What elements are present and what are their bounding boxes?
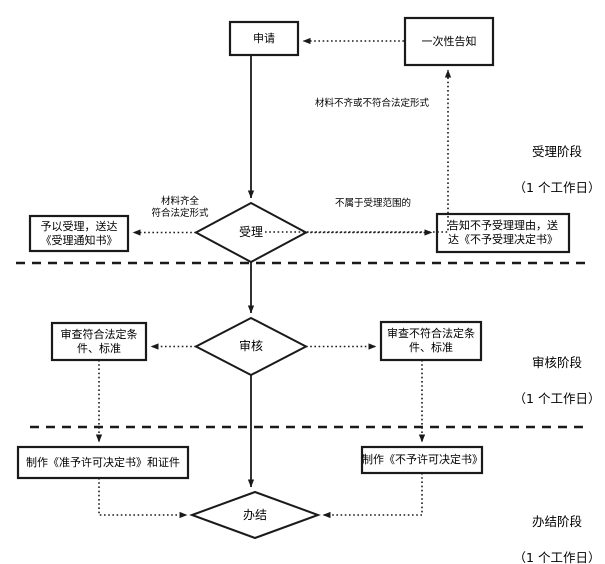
node-complete-diamond (189, 490, 321, 540)
edge-label-out-of-scope: 不属于受理范围的 (334, 198, 411, 209)
node-permit-no (360, 445, 484, 475)
node-review-fail (379, 320, 483, 362)
edge-permit-no-to-complete (322, 473, 423, 519)
stage-complete-duration: （1 个工作日） (513, 550, 601, 564)
node-accept-no (435, 212, 571, 254)
stage-label-complete: 办结阶段 （1 个工作日） (512, 495, 602, 564)
stage-accept-name: 受理阶段 (531, 144, 582, 160)
stage-label-review: 审核阶段 （1 个工作日） (512, 336, 602, 427)
edge-label-incomplete-materials: 材料不齐或不符合法定形式 (314, 98, 429, 109)
stage-review-duration: （1 个工作日） (513, 391, 601, 407)
edge-permit-yes-to-complete (98, 478, 188, 519)
node-review-diamond (193, 316, 309, 377)
node-accept-yes (28, 214, 130, 253)
node-apply (228, 20, 300, 57)
node-review-pass (50, 321, 148, 362)
node-one-time-notice (403, 16, 495, 67)
stage-label-accept: 受理阶段 （1 个工作日） (512, 125, 602, 216)
edge-accept-to-notice (265, 69, 452, 233)
stage-complete-name: 办结阶段 (531, 514, 582, 530)
stage-review-name: 审核阶段 (531, 355, 582, 371)
stage-accept-duration: （1 个工作日） (513, 180, 601, 196)
node-permit-yes (16, 445, 190, 480)
edge-label-complete-materials: 材料齐全 符合法定形式 (151, 196, 209, 220)
